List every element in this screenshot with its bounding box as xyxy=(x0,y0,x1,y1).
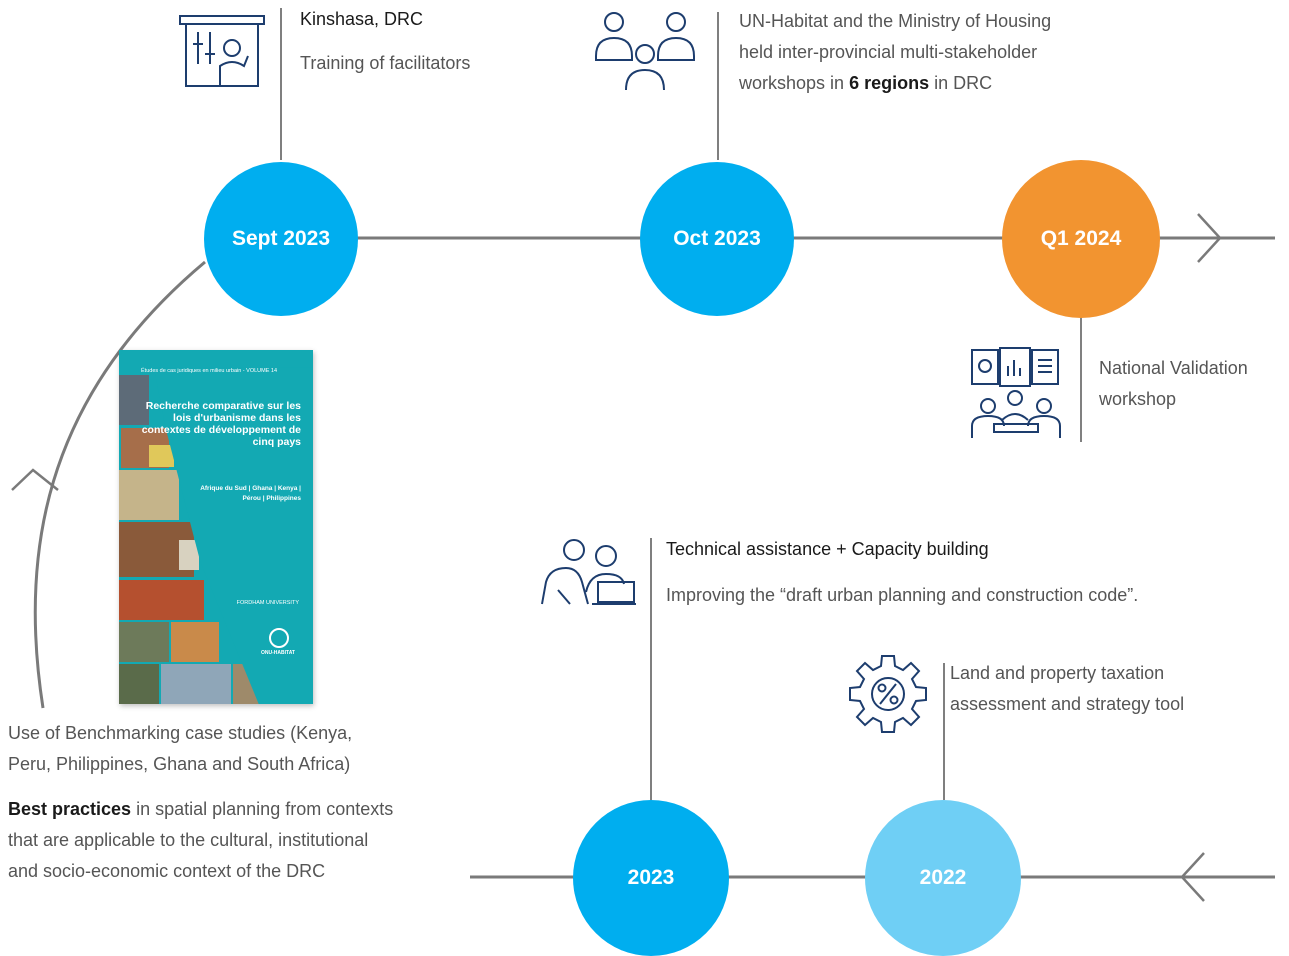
node-sept-2023: Sept 2023 xyxy=(204,162,358,316)
gear-percent-icon xyxy=(848,652,928,734)
validation-line2: workshop xyxy=(1099,389,1177,409)
land-block: Land and property taxation assessment an… xyxy=(950,658,1184,720)
node-2022-label: 2022 xyxy=(919,866,967,889)
book-publisher-fordham: FORDHAM UNIVERSITY xyxy=(236,600,299,606)
book-cover: Études de cas juridiques en milieu urbai… xyxy=(119,350,313,704)
workshops-line3: workshops in 6 regions in DRC xyxy=(739,73,993,93)
arrow-up-icon xyxy=(11,468,59,491)
benchmark-line1: Use of Benchmarking case studies (Kenya, xyxy=(8,723,353,743)
timeline-arc xyxy=(33,260,206,709)
workshops-block: UN-Habitat and the Ministry of Housing h… xyxy=(739,6,1051,99)
node-q1-2024-label: Q1 2024 xyxy=(1040,227,1122,250)
technical-block: Technical assistance + Capacity building… xyxy=(666,534,1138,611)
presentation-icon xyxy=(178,8,266,94)
book-title: Recherche comparative sur les lois d'urb… xyxy=(141,400,301,448)
book-series: Études de cas juridiques en milieu urbai… xyxy=(141,368,278,374)
land-line1: Land and property taxation xyxy=(950,663,1165,683)
node-oct-2023: Oct 2023 xyxy=(640,162,794,316)
node-q1-2024: Q1 2024 xyxy=(1002,160,1160,318)
node-2023: 2023 xyxy=(573,800,729,956)
arrow-left-icon xyxy=(1180,852,1205,902)
workshops-regions: 6 regions xyxy=(849,73,930,93)
land-line2: assessment and strategy tool xyxy=(950,694,1185,714)
benchmark-line2: Peru, Philippines, Ghana and South Afric… xyxy=(8,754,351,774)
meeting-icon xyxy=(590,10,700,94)
node-2022: 2022 xyxy=(865,800,1021,956)
validation-block: National Validation workshop xyxy=(1099,353,1248,415)
validation-line1: National Validation xyxy=(1099,358,1248,378)
kinshasa-text: Training of facilitators xyxy=(300,53,471,73)
collaboration-icon xyxy=(536,538,640,606)
conference-screen-icon xyxy=(968,346,1064,440)
workshops-line1: UN-Habitat and the Ministry of Housing xyxy=(739,11,1052,31)
node-2023-label: 2023 xyxy=(627,866,675,889)
kinshasa-block: Kinshasa, DRC Training of facilitators xyxy=(300,4,470,79)
un-habitat-logo xyxy=(269,628,289,648)
node-oct-2023-label: Oct 2023 xyxy=(673,227,761,250)
best-practices-line2: that are applicable to the cultural, ins… xyxy=(8,830,369,850)
best-practices-line1: Best practices in spatial planning from … xyxy=(8,799,394,819)
node-sept-2023-label: Sept 2023 xyxy=(231,227,331,250)
kinshasa-title: Kinshasa, DRC xyxy=(300,9,424,29)
workshops-line2: held inter-provincial multi-stakeholder xyxy=(739,42,1038,62)
book-publisher-onu: ONU-HABITAT xyxy=(261,650,295,656)
benchmark-block: Use of Benchmarking case studies (Kenya,… xyxy=(8,718,393,887)
best-practices-label: Best practices xyxy=(8,799,132,819)
best-practices-line3: and socio-economic context of the DRC xyxy=(8,861,326,881)
arrow-right-icon xyxy=(1197,213,1222,263)
book-countries: Afrique du Sud | Ghana | Kenya | Pérou |… xyxy=(200,485,301,502)
technical-title: Technical assistance + Capacity building xyxy=(666,539,989,559)
technical-text: Improving the “draft urban planning and … xyxy=(666,585,1139,605)
